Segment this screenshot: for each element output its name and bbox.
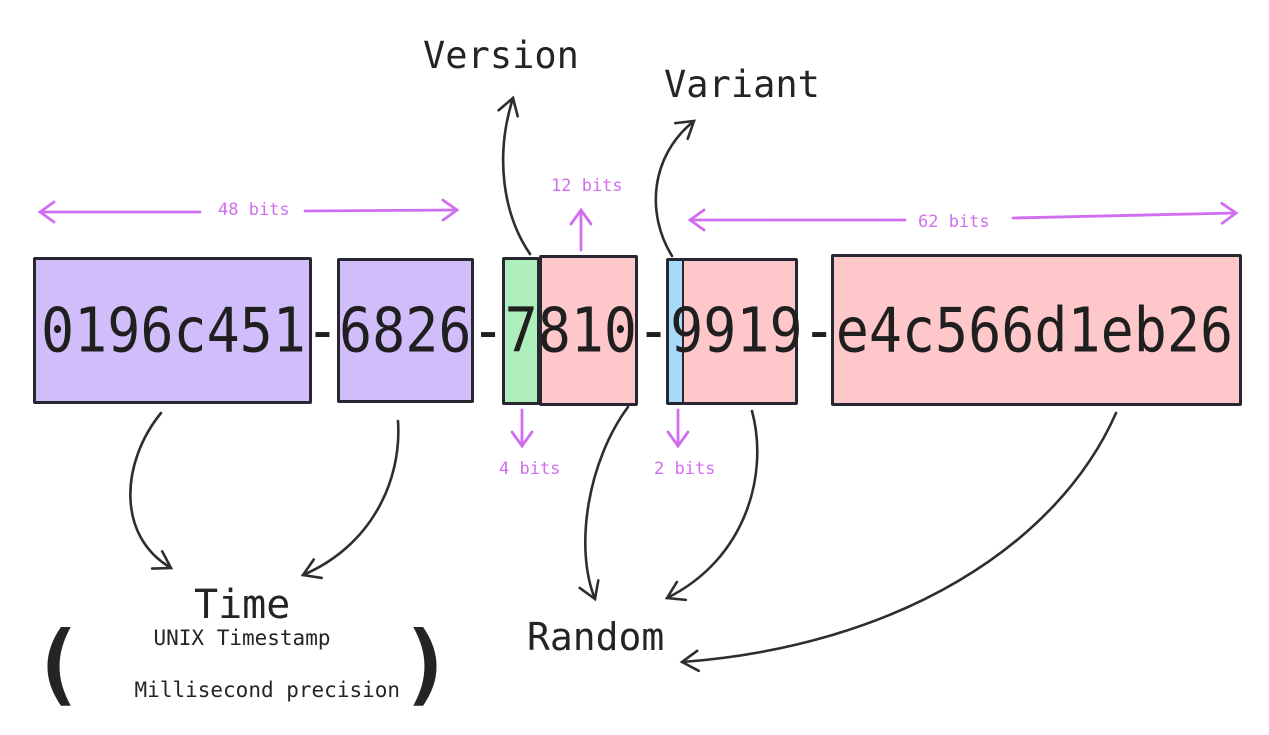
arrow-time-from-high: [129, 411, 174, 570]
version-label: Version: [423, 34, 579, 77]
version-box: [502, 257, 540, 405]
arrow-version-pointer: [497, 95, 532, 256]
variant-strip: [669, 261, 684, 402]
bit-label-4: 4 bits: [499, 459, 561, 479]
random-label: Random: [527, 615, 665, 659]
arrow-48bits-right: [303, 198, 460, 222]
time-label: Time: [194, 582, 291, 628]
open-paren: (: [30, 612, 84, 715]
variant-random-box: [666, 258, 798, 405]
random-a-box: [539, 255, 638, 406]
time-note: ( UNIX Timestamp Millisecond precision ): [31, 620, 453, 708]
time-low-box: [337, 258, 474, 403]
bit-label-2: 2 bits: [654, 459, 716, 479]
bit-label-12: 12 bits: [551, 176, 623, 196]
time-note-line1: UNIX Timestamp: [153, 626, 331, 650]
bit-label-48: 48 bits: [218, 200, 290, 220]
close-paren: ): [400, 612, 454, 715]
arrow-62bits-right: [1011, 201, 1239, 225]
time-note-line2: Millisecond precision: [134, 678, 401, 702]
time-note-lines: UNIX Timestamp Millisecond precision: [84, 625, 401, 703]
bit-label-62: 62 bits: [918, 212, 990, 232]
random-c-box: [831, 254, 1242, 406]
arrow-variant-pointer: [654, 119, 696, 258]
uuid-text: 0196c451-6826-7810-9919-e4c566d1eb26: [41, 294, 1234, 366]
arrow-random-from-c: [679, 411, 1118, 673]
arrow-time-from-low: [300, 419, 400, 580]
time-high-box: [33, 257, 312, 404]
arrow-random-from-a: [578, 405, 630, 602]
arrow-random-from-b: [664, 409, 759, 602]
variant-label: Variant: [664, 63, 820, 106]
